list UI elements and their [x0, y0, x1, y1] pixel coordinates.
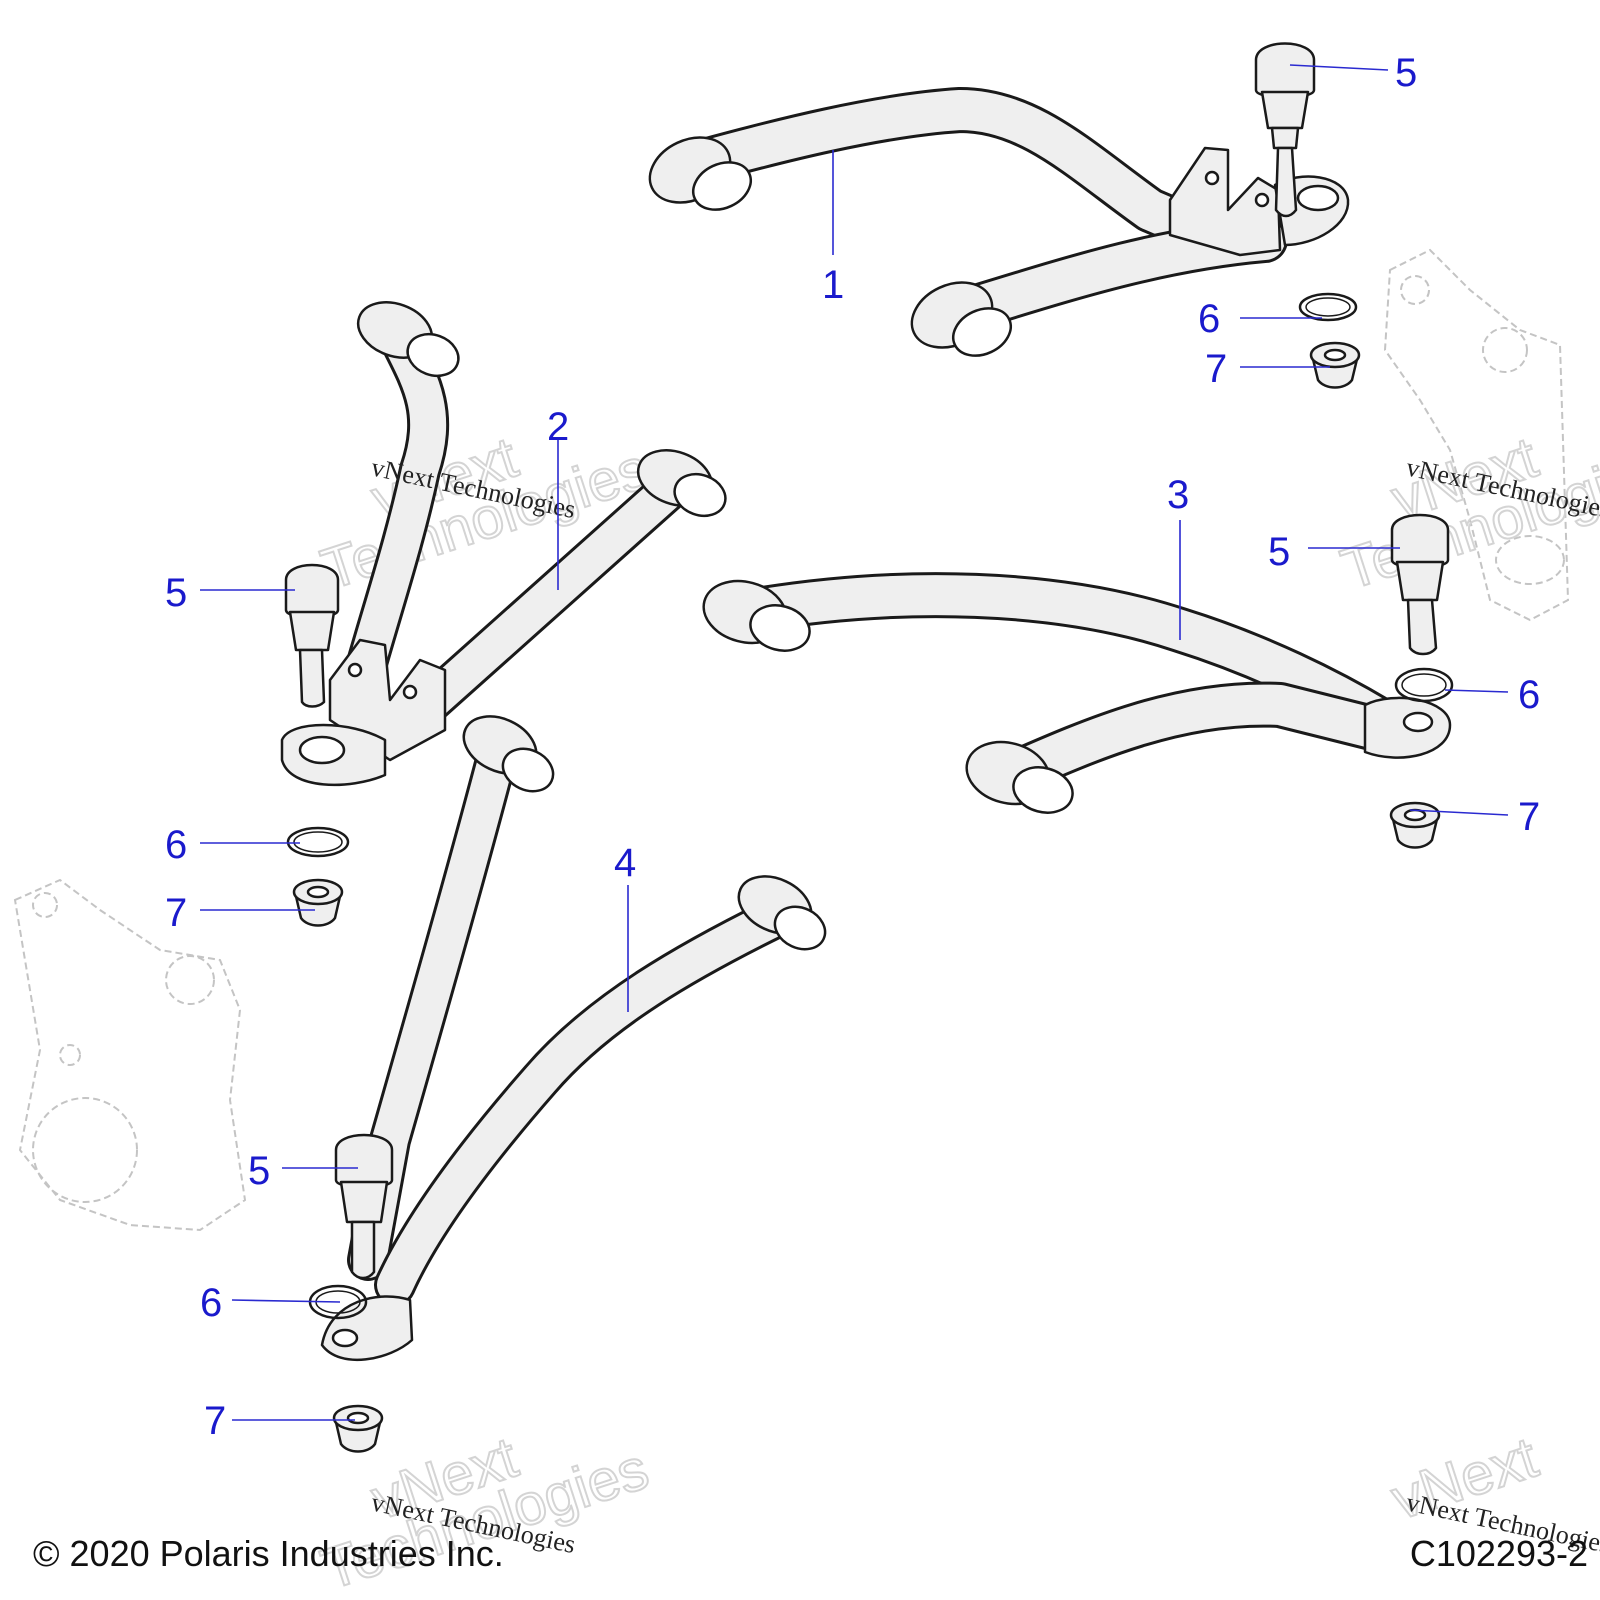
ghost-steering-knuckle-left	[13, 878, 247, 1232]
a-arm-lower-right	[702, 572, 1452, 814]
callout-7-mid-right: 7	[1518, 795, 1540, 839]
copyright-text: © 2020 Polaris Industries Inc.	[33, 1533, 504, 1574]
callout-1: 1	[822, 263, 844, 307]
callout-6-upper-left: 6	[165, 823, 187, 867]
figure-id: C102293-2	[1410, 1533, 1588, 1574]
a-arm-upper-right	[648, 87, 1350, 357]
callout-labels: 1 2 3 4 5 5 5 5 6 6 6 6 7 7 7 7	[165, 51, 1540, 1443]
ball-joint-top-right	[1254, 42, 1316, 218]
ball-joint-mid-right	[1390, 513, 1450, 656]
retaining-ring-mid-right	[1394, 667, 1454, 703]
callout-6-top-right: 6	[1198, 297, 1220, 341]
callout-3: 3	[1167, 473, 1189, 517]
bushing-top-right	[1309, 341, 1361, 389]
callout-7-top-right: 7	[1205, 347, 1227, 391]
callout-6-lower-left: 6	[200, 1281, 222, 1325]
bushing-lower-left	[332, 1404, 384, 1453]
ball-joint-upper-left	[284, 563, 340, 708]
bushing-upper-left	[292, 878, 344, 927]
callout-5-lower-left: 5	[248, 1149, 270, 1193]
callout-5-mid-right: 5	[1268, 530, 1290, 574]
ghost-steering-knuckle-right	[1383, 248, 1570, 622]
retaining-ring-upper-left	[286, 826, 350, 858]
callout-4: 4	[614, 841, 636, 885]
retaining-ring-top-right	[1298, 292, 1358, 322]
callout-5-top-right: 5	[1395, 51, 1417, 95]
a-arm-lower-left	[320, 715, 827, 1361]
a-arm-upper-left	[280, 301, 727, 787]
callout-5-upper-left: 5	[165, 571, 187, 615]
leader-lines	[200, 64, 1509, 1421]
ball-joint-lower-left	[334, 1133, 394, 1280]
callout-7-upper-left: 7	[165, 891, 187, 935]
bushing-mid-right	[1389, 801, 1441, 849]
callout-6-mid-right: 6	[1518, 673, 1540, 717]
callout-7-lower-left: 7	[204, 1399, 226, 1443]
callout-2: 2	[547, 405, 569, 449]
